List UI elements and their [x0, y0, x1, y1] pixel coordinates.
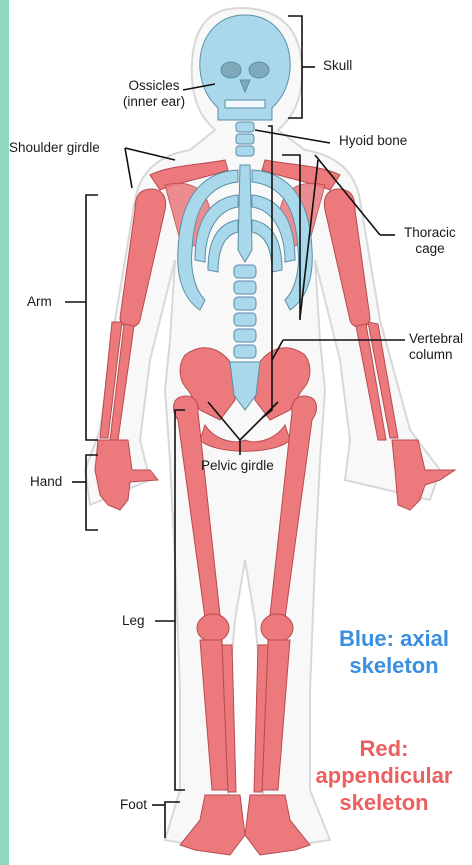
label-thoracic-line1: Thoracic — [404, 225, 456, 241]
legend-axial: Blue: axial skeleton — [314, 625, 472, 679]
legend-appendicular-line2: appendicular — [289, 762, 472, 789]
legend-appendicular-line1: Red: — [289, 735, 472, 762]
label-vertebral-line2: column — [409, 347, 463, 363]
label-skull: Skull — [323, 58, 352, 74]
label-ossicles: Ossicles (inner ear) — [114, 78, 194, 110]
label-foot: Foot — [120, 797, 147, 813]
label-shoulder-girdle: Shoulder girdle — [9, 140, 100, 156]
label-ossicles-line2: (inner ear) — [114, 94, 194, 110]
label-vertebral-line1: Vertebral — [409, 331, 463, 347]
label-thoracic-line2: cage — [404, 241, 456, 257]
label-vertebral-column: Vertebral column — [409, 331, 463, 363]
label-thoracic-cage: Thoracic cage — [404, 225, 456, 257]
diagram-canvas: Skull Ossicles (inner ear) Hyoid bone Sh… — [9, 0, 472, 865]
label-arm: Arm — [27, 294, 52, 310]
legend-appendicular: Red: appendicular skeleton — [289, 735, 472, 816]
label-leg: Leg — [122, 613, 145, 629]
label-hyoid-bone: Hyoid bone — [339, 133, 407, 149]
label-ossicles-line1: Ossicles — [114, 78, 194, 94]
label-hand: Hand — [30, 474, 62, 490]
legend-axial-line1: Blue: axial — [314, 625, 472, 652]
legend-appendicular-line3: skeleton — [289, 789, 472, 816]
label-pelvic-girdle: Pelvic girdle — [201, 458, 274, 474]
legend-axial-line2: skeleton — [314, 652, 472, 679]
